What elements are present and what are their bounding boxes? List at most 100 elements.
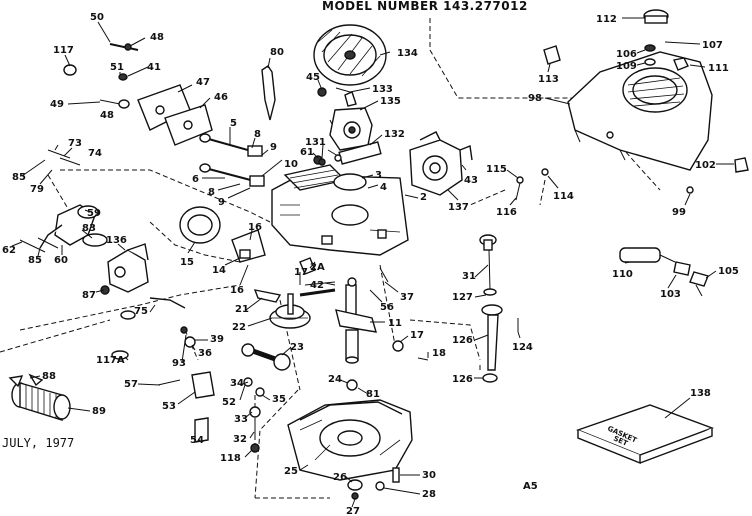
model-number-heading: MODEL NUMBER 143.277012 xyxy=(322,0,528,13)
callout-89: 89 xyxy=(92,406,106,417)
callout-46: 46 xyxy=(214,92,228,103)
cam-gear-22 xyxy=(269,293,311,329)
callout-85: 85 xyxy=(12,172,26,183)
callout-5: 5 xyxy=(230,118,237,129)
intake-elbow-15 xyxy=(179,206,266,263)
callout-2a: 2A xyxy=(310,262,325,273)
callout-48: 48 xyxy=(150,32,164,43)
callout-102: 102 xyxy=(695,160,716,171)
callout-9: 9 xyxy=(270,142,277,153)
callout-93: 93 xyxy=(172,358,186,369)
callout-107: 107 xyxy=(702,40,723,51)
carburetor-assembly xyxy=(39,204,108,249)
callout-99: 99 xyxy=(672,207,686,218)
callout-34: 34 xyxy=(230,378,244,389)
blower-housing-98 xyxy=(567,51,713,171)
callout-136: 136 xyxy=(106,235,127,246)
callout-60: 60 xyxy=(54,255,68,266)
callout-115: 115 xyxy=(486,164,507,175)
connecting-rod-23 xyxy=(241,343,291,371)
callout-11: 11 xyxy=(388,318,402,329)
callout-57: 57 xyxy=(124,379,138,390)
breather-47 xyxy=(137,84,213,146)
callout-47: 47 xyxy=(196,77,210,88)
part-sketches: GASKET SET xyxy=(8,9,749,500)
fuel-cap-112 xyxy=(643,9,689,71)
callout-labels: 50 48 117 41 51 47 49 48 46 5 8 9 10 6 8… xyxy=(2,12,739,516)
callout-4: 4 xyxy=(380,182,387,193)
dipstick-126 xyxy=(481,304,503,383)
callout-81: 81 xyxy=(366,389,380,400)
callout-85b: 85 xyxy=(28,255,42,266)
callout-31: 31 xyxy=(462,271,476,282)
callout-73: 73 xyxy=(68,138,82,149)
callout-28: 28 xyxy=(422,489,436,500)
callout-10: 10 xyxy=(284,159,298,170)
callout-126b: 126 xyxy=(452,374,473,385)
callout-8: 8 xyxy=(254,129,261,140)
crankshaft-11 xyxy=(335,277,377,364)
callout-23: 23 xyxy=(290,342,304,353)
callout-54: 54 xyxy=(190,435,204,446)
callout-117a: 117A xyxy=(96,355,125,366)
callout-131: 131 xyxy=(305,137,326,148)
callout-52: 52 xyxy=(222,397,236,408)
callout-27: 27 xyxy=(346,506,360,516)
callout-41: 41 xyxy=(147,62,161,73)
callout-21: 21 xyxy=(235,304,249,315)
muffler-136 xyxy=(107,243,149,293)
callout-126: 126 xyxy=(452,335,473,346)
rewind-starter-137 xyxy=(409,131,473,196)
callout-59: 59 xyxy=(87,208,101,219)
callout-18: 18 xyxy=(432,348,446,359)
callout-2: 2 xyxy=(420,192,427,203)
callout-80: 80 xyxy=(270,47,284,58)
page-number: A5 xyxy=(523,481,538,492)
callout-113: 113 xyxy=(538,74,559,85)
cylinder-block-2 xyxy=(271,164,409,256)
callout-134: 134 xyxy=(397,48,418,59)
small-hardware xyxy=(19,43,749,500)
callout-83: 83 xyxy=(82,223,96,234)
callout-17b: 17 xyxy=(410,330,424,341)
callout-79: 79 xyxy=(30,184,44,195)
callout-88: 88 xyxy=(42,371,56,382)
callout-25: 25 xyxy=(284,466,298,477)
callout-133: 133 xyxy=(372,84,393,95)
callout-138: 138 xyxy=(690,388,711,399)
callout-22: 22 xyxy=(232,322,246,333)
callout-6: 6 xyxy=(192,174,199,185)
callout-24: 24 xyxy=(328,374,342,385)
callout-9b: 9 xyxy=(218,197,225,208)
callout-35: 35 xyxy=(272,394,286,405)
revision-date: JULY, 1977 xyxy=(2,436,74,450)
callout-127: 127 xyxy=(452,292,473,303)
decal-113 xyxy=(543,45,561,65)
callout-51: 51 xyxy=(110,62,124,73)
callout-43: 43 xyxy=(464,175,478,186)
callout-36: 36 xyxy=(198,348,212,359)
callout-39: 39 xyxy=(210,334,224,345)
callout-8b: 8 xyxy=(208,187,215,198)
callout-75: 75 xyxy=(134,306,148,317)
callout-112: 112 xyxy=(596,14,617,25)
callout-87: 87 xyxy=(82,290,96,301)
fuel-filter-110 xyxy=(619,247,709,287)
callout-15: 15 xyxy=(180,257,194,268)
callout-124: 124 xyxy=(512,342,533,353)
flywheel-134 xyxy=(313,24,387,86)
callout-16b: 16 xyxy=(230,285,244,296)
callout-42: 42 xyxy=(310,280,324,291)
callout-105: 105 xyxy=(718,266,739,277)
callout-106: 106 xyxy=(616,49,637,60)
callout-132: 132 xyxy=(384,129,405,140)
callout-17: 17 xyxy=(294,267,308,278)
callout-135: 135 xyxy=(380,96,401,107)
governor-53 xyxy=(191,371,215,443)
callout-74: 74 xyxy=(88,148,102,159)
callout-103: 103 xyxy=(660,289,681,300)
ignition-135 xyxy=(329,91,373,151)
air-filter-89 xyxy=(8,375,71,421)
callout-109: 109 xyxy=(616,61,637,72)
